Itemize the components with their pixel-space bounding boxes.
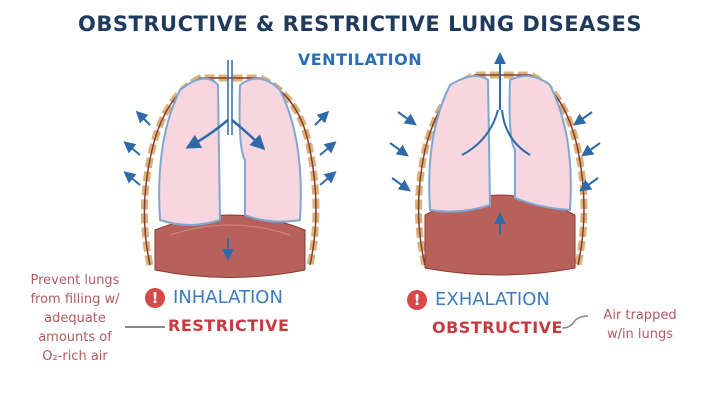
connector-squiggle xyxy=(561,315,589,329)
connector-line xyxy=(125,326,165,328)
inhalation-label: ! INHALATION xyxy=(145,287,283,308)
restrictive-note: Prevent lungs from filling w/ adequate a… xyxy=(30,273,120,364)
inhalation-lung-diagram xyxy=(123,60,337,278)
phase-text: EXHALATION xyxy=(435,289,550,310)
page-title: OBSTRUCTIVE & RESTRICTIVE LUNG DISEASES xyxy=(78,12,642,36)
phase-text: INHALATION xyxy=(173,287,283,308)
obstructive-label: OBSTRUCTIVE xyxy=(432,318,563,337)
alert-icon: ! xyxy=(145,287,165,308)
exhalation-lung-diagram xyxy=(389,52,601,276)
subtitle: VENTILATION xyxy=(297,50,423,69)
alert-icon: ! xyxy=(407,289,427,310)
restrictive-label: RESTRICTIVE xyxy=(168,316,290,335)
obstructive-note: Air trapped w/in lungs xyxy=(603,308,677,342)
exhalation-label: ! EXHALATION xyxy=(407,289,550,310)
